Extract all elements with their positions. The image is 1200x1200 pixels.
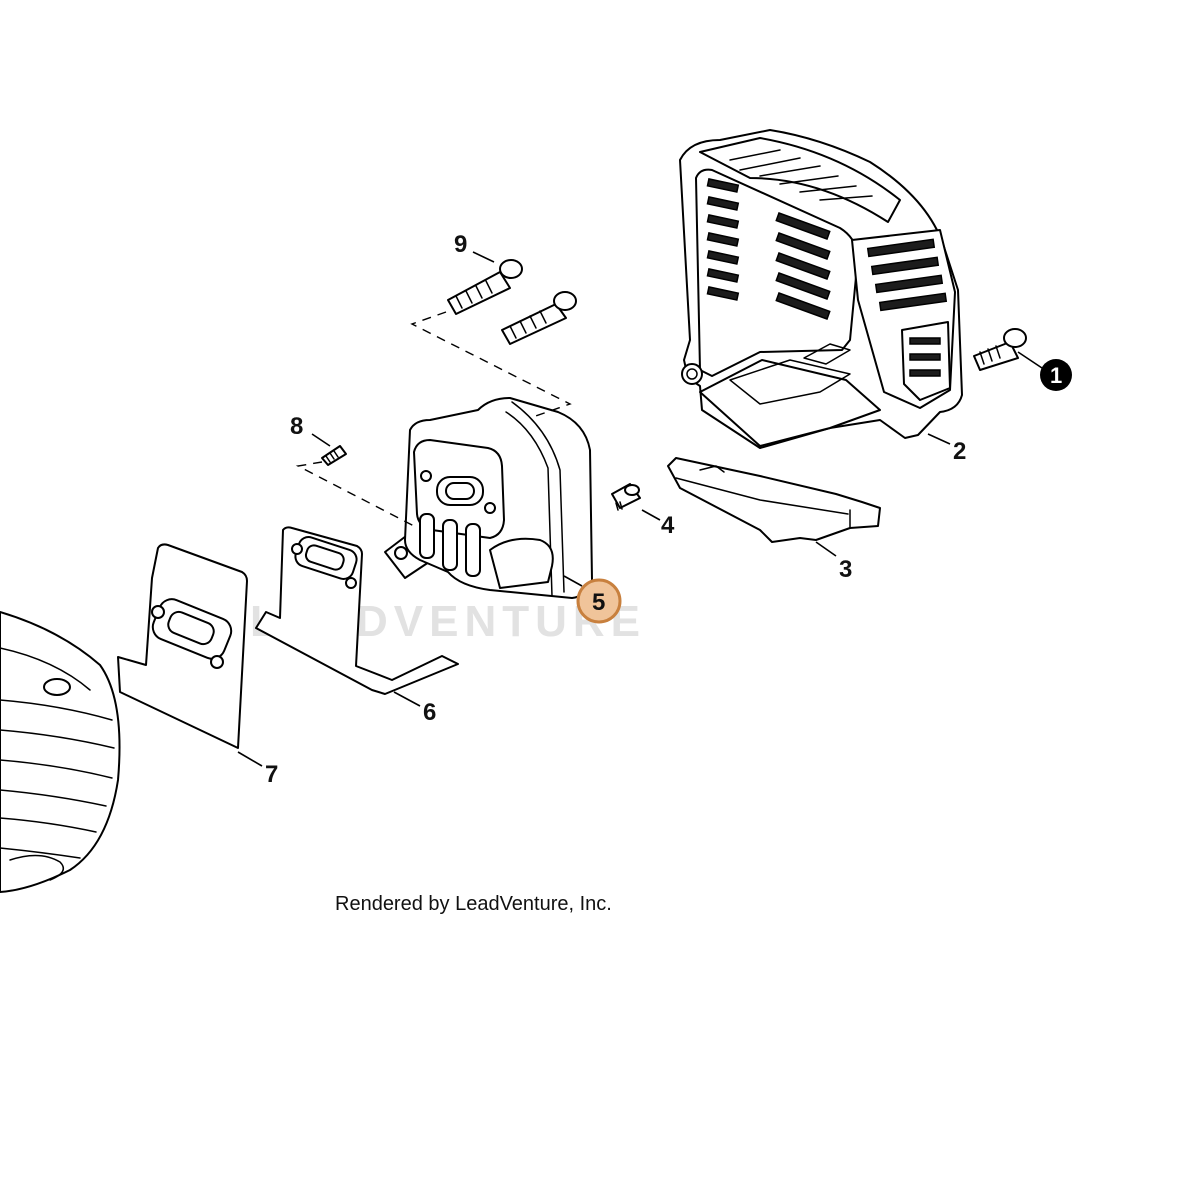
callout-9[interactable]: 9 bbox=[454, 231, 467, 258]
callout-1-marker[interactable]: 1 bbox=[1040, 359, 1072, 391]
muffler-cover-part-2 bbox=[679, 129, 963, 449]
callout-1[interactable]: 1 bbox=[1050, 363, 1062, 388]
alignment-line-9 bbox=[410, 311, 572, 419]
screw-part-1 bbox=[973, 328, 1027, 371]
callout-5[interactable]: 5 bbox=[592, 589, 605, 616]
callout-7[interactable]: 7 bbox=[265, 761, 278, 788]
callout-8[interactable]: 8 bbox=[290, 413, 303, 440]
callout-2[interactable]: 2 bbox=[953, 438, 966, 465]
footer-credit: Rendered by LeadVenture, Inc. bbox=[335, 893, 612, 915]
callout-5-highlight bbox=[576, 578, 622, 624]
callout-3[interactable]: 3 bbox=[839, 556, 852, 583]
cover-plate-part-3 bbox=[667, 457, 881, 543]
cylinder-part bbox=[0, 611, 121, 893]
gasket-part-7 bbox=[117, 543, 248, 749]
screw-part-8 bbox=[321, 445, 347, 466]
callout-6[interactable]: 6 bbox=[423, 699, 436, 726]
screw-part-4 bbox=[611, 483, 641, 511]
screw-part-9 bbox=[447, 259, 577, 345]
alignment-line-8 bbox=[295, 461, 415, 527]
callout-5-marker[interactable]: 5 bbox=[576, 578, 622, 624]
leader-lines bbox=[237, 251, 1043, 767]
muffler-part-5 bbox=[384, 397, 593, 599]
callout-4[interactable]: 4 bbox=[661, 512, 675, 539]
heat-shield-part-6 bbox=[255, 526, 459, 695]
